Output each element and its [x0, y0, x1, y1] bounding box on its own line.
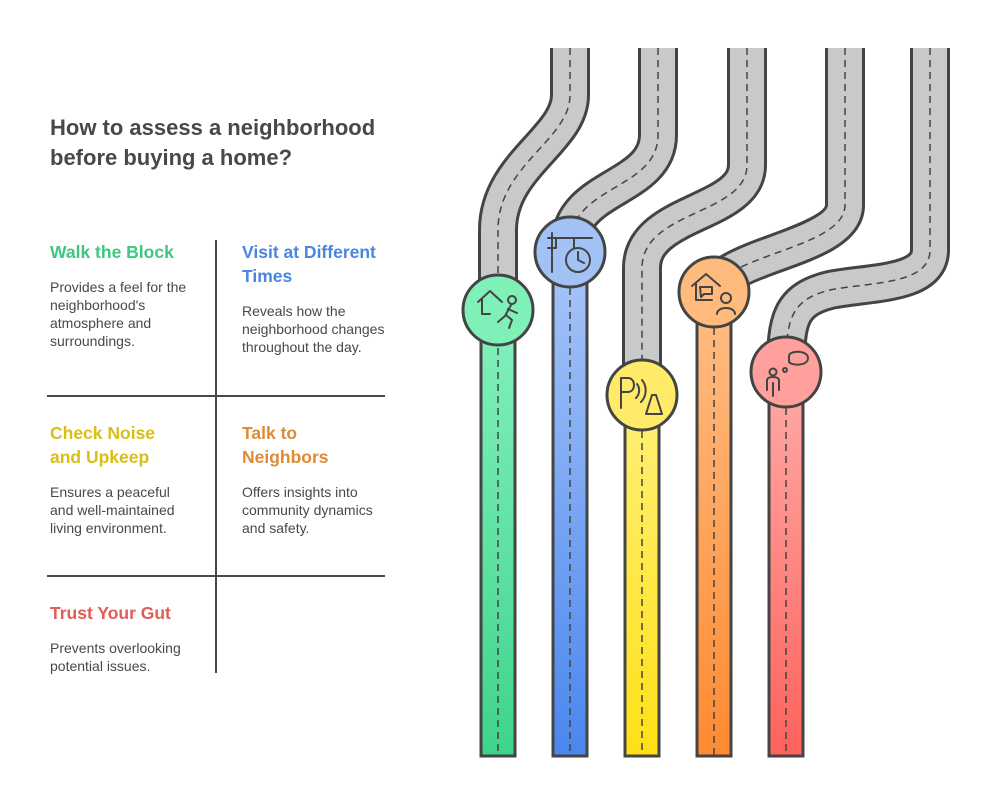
item-heading: Walk the Block — [50, 242, 174, 262]
grid-divider-horizontal — [47, 395, 385, 397]
road-green — [479, 298, 517, 758]
item-heading: Visit at Different Times — [242, 242, 376, 286]
item-heading: Talk to Neighbors — [242, 423, 329, 467]
item-description: Provides a feel for the neighborhood's a… — [50, 279, 187, 349]
road-blue — [551, 250, 589, 758]
sign-clock-icon — [533, 215, 607, 289]
item-check-noise: Check Noise and Upkeep Ensures a peacefu… — [50, 421, 190, 537]
road-yellow — [623, 393, 661, 758]
house-walker-icon — [461, 273, 535, 347]
sound-cone-icon — [605, 358, 679, 432]
grid-divider-horizontal — [47, 575, 385, 577]
house-chat-person-icon — [677, 255, 751, 329]
road-gray-3 — [622, 48, 767, 395]
page-title: How to assess a neighborhood before buyi… — [50, 115, 376, 170]
item-trust-your-gut: Trust Your Gut Prevents overlooking pote… — [50, 601, 200, 675]
road-red — [767, 370, 805, 758]
item-walk-the-block: Walk the Block Provides a feel for the n… — [50, 240, 200, 350]
item-talk-to-neighbors: Talk to Neighbors Offers insights into c… — [242, 421, 377, 537]
item-heading: Trust Your Gut — [50, 603, 171, 623]
item-visit-different-times: Visit at Different Times Reveals how the… — [242, 240, 387, 356]
item-description: Reveals how the neighborhood changes thr… — [242, 303, 385, 355]
item-heading: Check Noise and Upkeep — [50, 423, 156, 467]
item-description: Offers insights into community dynamics … — [242, 484, 373, 536]
grid-divider-vertical — [215, 240, 217, 673]
item-description: Prevents overlooking potential issues. — [50, 640, 181, 674]
road-gray-5 — [766, 48, 950, 371]
road-gray-1 — [478, 48, 590, 300]
person-thought-icon — [749, 335, 823, 409]
road-orange — [695, 290, 733, 758]
item-description: Ensures a peaceful and well-maintained l… — [50, 484, 175, 536]
